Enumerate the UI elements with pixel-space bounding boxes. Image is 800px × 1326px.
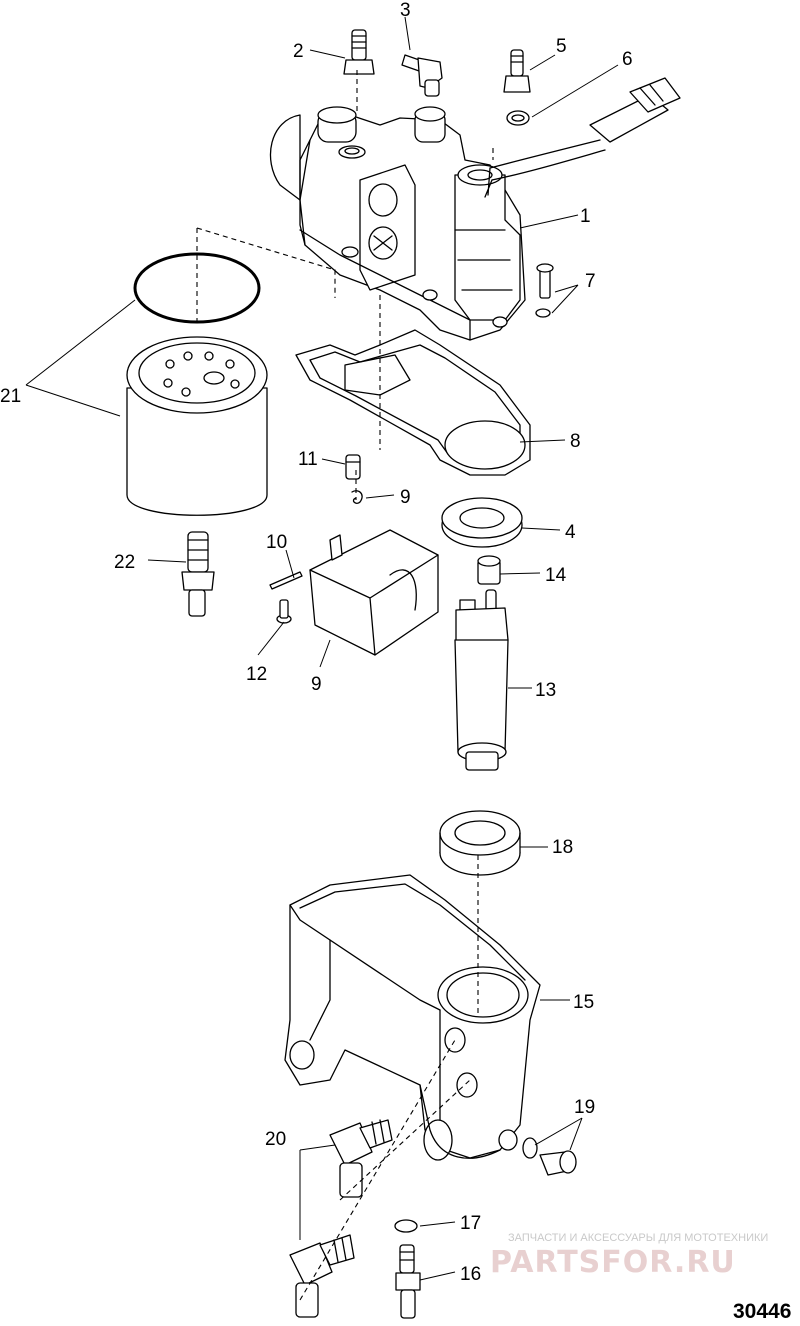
callout-12: 12 bbox=[246, 664, 267, 685]
callout-16: 16 bbox=[460, 1264, 481, 1285]
gasket-part-8 bbox=[295, 329, 531, 476]
leader-lines bbox=[25, 16, 619, 1281]
filter-cover-part-9 bbox=[309, 529, 439, 656]
screw-part-12 bbox=[276, 599, 292, 624]
callout-21: 21 bbox=[0, 386, 21, 407]
callout-9-bottom: 9 bbox=[311, 674, 322, 695]
o-ring-part-6 bbox=[506, 110, 530, 126]
callout-13: 13 bbox=[535, 680, 556, 701]
fuel-filter-part-21 bbox=[126, 252, 268, 516]
fitting-part-5 bbox=[503, 49, 531, 93]
seal-part-4 bbox=[441, 497, 523, 548]
callout-2: 2 bbox=[293, 41, 304, 62]
plug-part-19 bbox=[539, 1150, 577, 1176]
clip-part-9-top bbox=[351, 490, 363, 504]
callout-20: 20 bbox=[265, 1129, 286, 1150]
callout-15: 15 bbox=[573, 992, 594, 1013]
watermark-brand: PARTSFOR.RU bbox=[490, 1245, 736, 1280]
callout-1: 1 bbox=[580, 206, 591, 227]
assembly-lines bbox=[196, 70, 494, 1301]
valve-part-11 bbox=[345, 454, 361, 480]
callout-22: 22 bbox=[114, 552, 135, 573]
o-ring-part-19 bbox=[522, 1137, 538, 1159]
watermark: ЗАПЧАСТИ И АКСЕССУАРЫ ДЛЯ МОТОТЕХНИКИ PA… bbox=[490, 1232, 768, 1280]
callout-14: 14 bbox=[545, 565, 567, 586]
callout-3: 3 bbox=[400, 0, 411, 21]
fuel-pump-part-13 bbox=[454, 589, 509, 771]
callout-9-top: 9 bbox=[400, 487, 411, 508]
pin-part-10 bbox=[269, 571, 303, 590]
seal-part-18 bbox=[439, 810, 521, 876]
callout-17: 17 bbox=[460, 1213, 481, 1234]
callout-10: 10 bbox=[266, 532, 287, 553]
callout-19: 19 bbox=[574, 1097, 595, 1118]
callout-4: 4 bbox=[565, 522, 576, 543]
figure-number: 30446 bbox=[733, 1300, 791, 1323]
callout-8: 8 bbox=[570, 431, 581, 452]
callout-5: 5 bbox=[556, 36, 567, 57]
fitting-part-16 bbox=[395, 1244, 421, 1319]
watermark-tagline: ЗАПЧАСТИ И АКСЕССУАРЫ ДЛЯ МОТОТЕХНИКИ bbox=[508, 1232, 768, 1244]
fitting-part-2 bbox=[343, 29, 375, 75]
callout-18: 18 bbox=[552, 837, 573, 858]
elbow-fitting-part-20-lower bbox=[289, 1234, 355, 1318]
o-ring-part-17 bbox=[394, 1219, 418, 1233]
callout-labels: 1 2 3 4 5 6 7 8 9 9 10 11 12 13 14 15 16… bbox=[0, 0, 633, 1285]
callout-11: 11 bbox=[298, 449, 318, 470]
fuel-pump-bracket-part-1 bbox=[269, 77, 681, 341]
elbow-fitting-part-20-upper bbox=[329, 1119, 393, 1198]
screw-washer-part-7 bbox=[535, 263, 554, 318]
elbow-fitting-part-3 bbox=[401, 54, 443, 97]
callout-6: 6 bbox=[622, 49, 633, 70]
sensor-part-22 bbox=[181, 531, 215, 617]
reservoir-housing-part-15 bbox=[284, 874, 541, 1161]
callout-7: 7 bbox=[585, 271, 596, 292]
grommet-part-14 bbox=[477, 555, 501, 585]
